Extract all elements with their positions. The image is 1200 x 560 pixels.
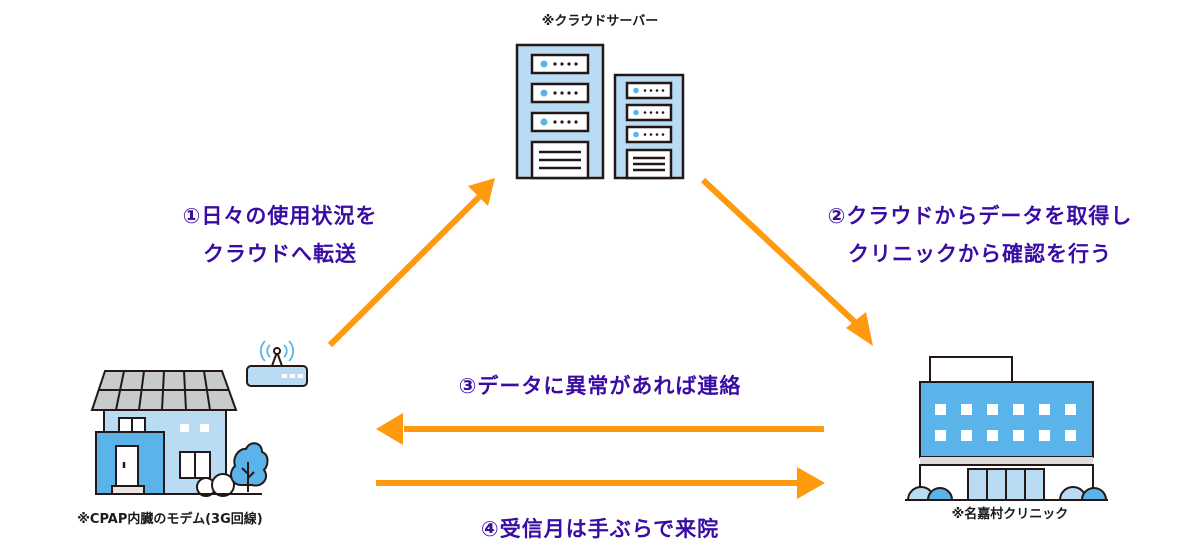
step-2-line-1: ②クラウドからデータを取得し [827, 204, 1133, 228]
server-label: ※クラウドサーバー [541, 14, 659, 29]
step-3-text: ③データに異常があれば連絡 [420, 367, 780, 405]
arrow-step-1 [327, 178, 495, 348]
home-label: ※CPAP内臓のモデム(3G回線) [77, 512, 263, 527]
wifi-router-icon [246, 340, 308, 387]
step-2-text: ②クラウドからデータを取得し クリニックから確認を行う [810, 197, 1150, 273]
house-icon [90, 370, 269, 497]
arrow-step-2 [700, 177, 873, 346]
arrow-step-4 [376, 467, 825, 499]
step-4-line-1: ④受信月は手ぶらで来院 [480, 517, 720, 541]
server-icon [515, 43, 685, 180]
arrow-step-3 [376, 413, 824, 445]
step-1-line-2: クラウドへ転送 [203, 242, 357, 266]
step-1-text: ①日々の使用状況を クラウドへ転送 [150, 197, 410, 273]
step-2-line-2: クリニックから確認を行う [848, 242, 1112, 266]
clinic-building-icon [905, 356, 1108, 501]
clinic-label: ※名嘉村クリニック [951, 507, 1069, 522]
step-1-line-1: ①日々の使用状況を [182, 204, 378, 228]
step-4-text: ④受信月は手ぶらで来院 [440, 510, 760, 548]
step-3-line-1: ③データに異常があれば連絡 [458, 374, 742, 398]
